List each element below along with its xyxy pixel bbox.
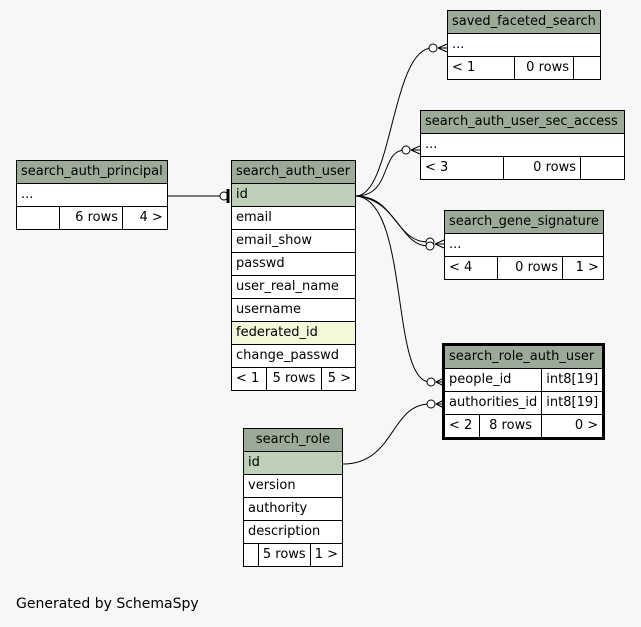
parents-count[interactable] <box>16 206 60 230</box>
edge-auth-user-to-role-auth-user <box>355 195 431 383</box>
children-count[interactable]: 1 > <box>309 543 344 567</box>
table-search-auth-user[interactable]: search_auth_user id email email_show pas… <box>231 160 356 391</box>
column-row[interactable]: ... <box>444 233 604 257</box>
row-count[interactable]: 8 rows <box>478 414 543 439</box>
children-count[interactable]: 4 > <box>122 206 168 230</box>
column-row[interactable]: federated_id <box>231 321 356 345</box>
column-row[interactable]: passwd <box>231 252 356 276</box>
table-search-role[interactable]: search_role id version authority descrip… <box>243 428 344 567</box>
parents-count[interactable]: < 1 <box>447 56 515 80</box>
parents-count[interactable] <box>243 543 259 567</box>
table-title[interactable]: search_auth_user <box>231 160 356 184</box>
column-row[interactable]: user_real_name <box>231 275 356 299</box>
column-name[interactable]: authorities_id <box>442 391 543 415</box>
column-type[interactable]: int8[19] <box>541 368 605 392</box>
parents-count[interactable]: < 3 <box>420 156 504 180</box>
column-row[interactable]: email_show <box>231 229 356 253</box>
table-title[interactable]: search_role <box>243 428 343 452</box>
column-row[interactable]: username <box>231 298 356 322</box>
column-row[interactable]: ... <box>420 133 625 157</box>
table-title[interactable]: search_auth_user_sec_access <box>420 110 625 134</box>
row-count[interactable]: 6 rows <box>59 206 123 230</box>
children-count[interactable] <box>573 56 601 80</box>
generated-by-text: Generated by SchemaSpy <box>16 596 199 612</box>
parents-count[interactable]: < 1 <box>231 367 267 391</box>
children-count[interactable]: 1 > <box>562 256 604 280</box>
row-count[interactable]: 5 rows <box>257 543 311 567</box>
column-row[interactable]: description <box>243 520 343 544</box>
table-search-gene-signature[interactable]: search_gene_signature ... < 4 0 rows 1 > <box>444 210 604 280</box>
table-search-auth-principal[interactable]: search_auth_principal ... 6 rows 4 > <box>16 160 168 230</box>
children-count[interactable]: 5 > <box>321 367 356 391</box>
row-count[interactable]: 0 rows <box>497 256 563 280</box>
table-title[interactable]: search_role_auth_user <box>442 344 605 369</box>
row-count[interactable]: 5 rows <box>266 367 322 391</box>
column-row[interactable]: ... <box>16 183 168 207</box>
row-count[interactable]: 0 rows <box>514 56 574 80</box>
row-count[interactable]: 0 rows <box>503 156 581 180</box>
children-count[interactable]: 0 > <box>541 414 605 439</box>
column-row[interactable]: ... <box>447 33 601 57</box>
edge-auth-user-to-gene-signature <box>355 195 429 243</box>
parents-count[interactable]: < 4 <box>444 256 498 280</box>
column-name[interactable]: people_id <box>442 368 543 392</box>
column-row[interactable]: id <box>243 451 343 475</box>
column-row[interactable]: version <box>243 474 343 498</box>
table-title[interactable]: saved_faceted_search <box>447 10 601 34</box>
table-saved-faceted-search[interactable]: saved_faceted_search ... < 1 0 rows <box>447 10 601 80</box>
table-search-role-auth-user[interactable]: search_role_auth_user people_id int8[19]… <box>442 343 606 440</box>
edge-auth-user-to-saved-faceted-search <box>355 47 433 197</box>
column-row[interactable]: id <box>231 183 356 207</box>
table-title[interactable]: search_gene_signature <box>444 210 604 234</box>
parents-count[interactable]: < 2 <box>443 414 480 439</box>
children-count[interactable] <box>580 156 625 180</box>
edge-role-to-role-auth-user <box>342 403 431 465</box>
column-type[interactable]: int8[19] <box>541 391 605 415</box>
column-row[interactable]: authority <box>243 497 343 521</box>
column-row[interactable]: change_passwd <box>231 344 356 368</box>
column-row[interactable]: email <box>231 206 356 230</box>
table-title[interactable]: search_auth_principal <box>16 160 168 184</box>
edge-auth-user-to-sec-access <box>355 149 406 197</box>
table-search-auth-user-sec-access[interactable]: search_auth_user_sec_access ... < 3 0 ro… <box>420 110 625 180</box>
